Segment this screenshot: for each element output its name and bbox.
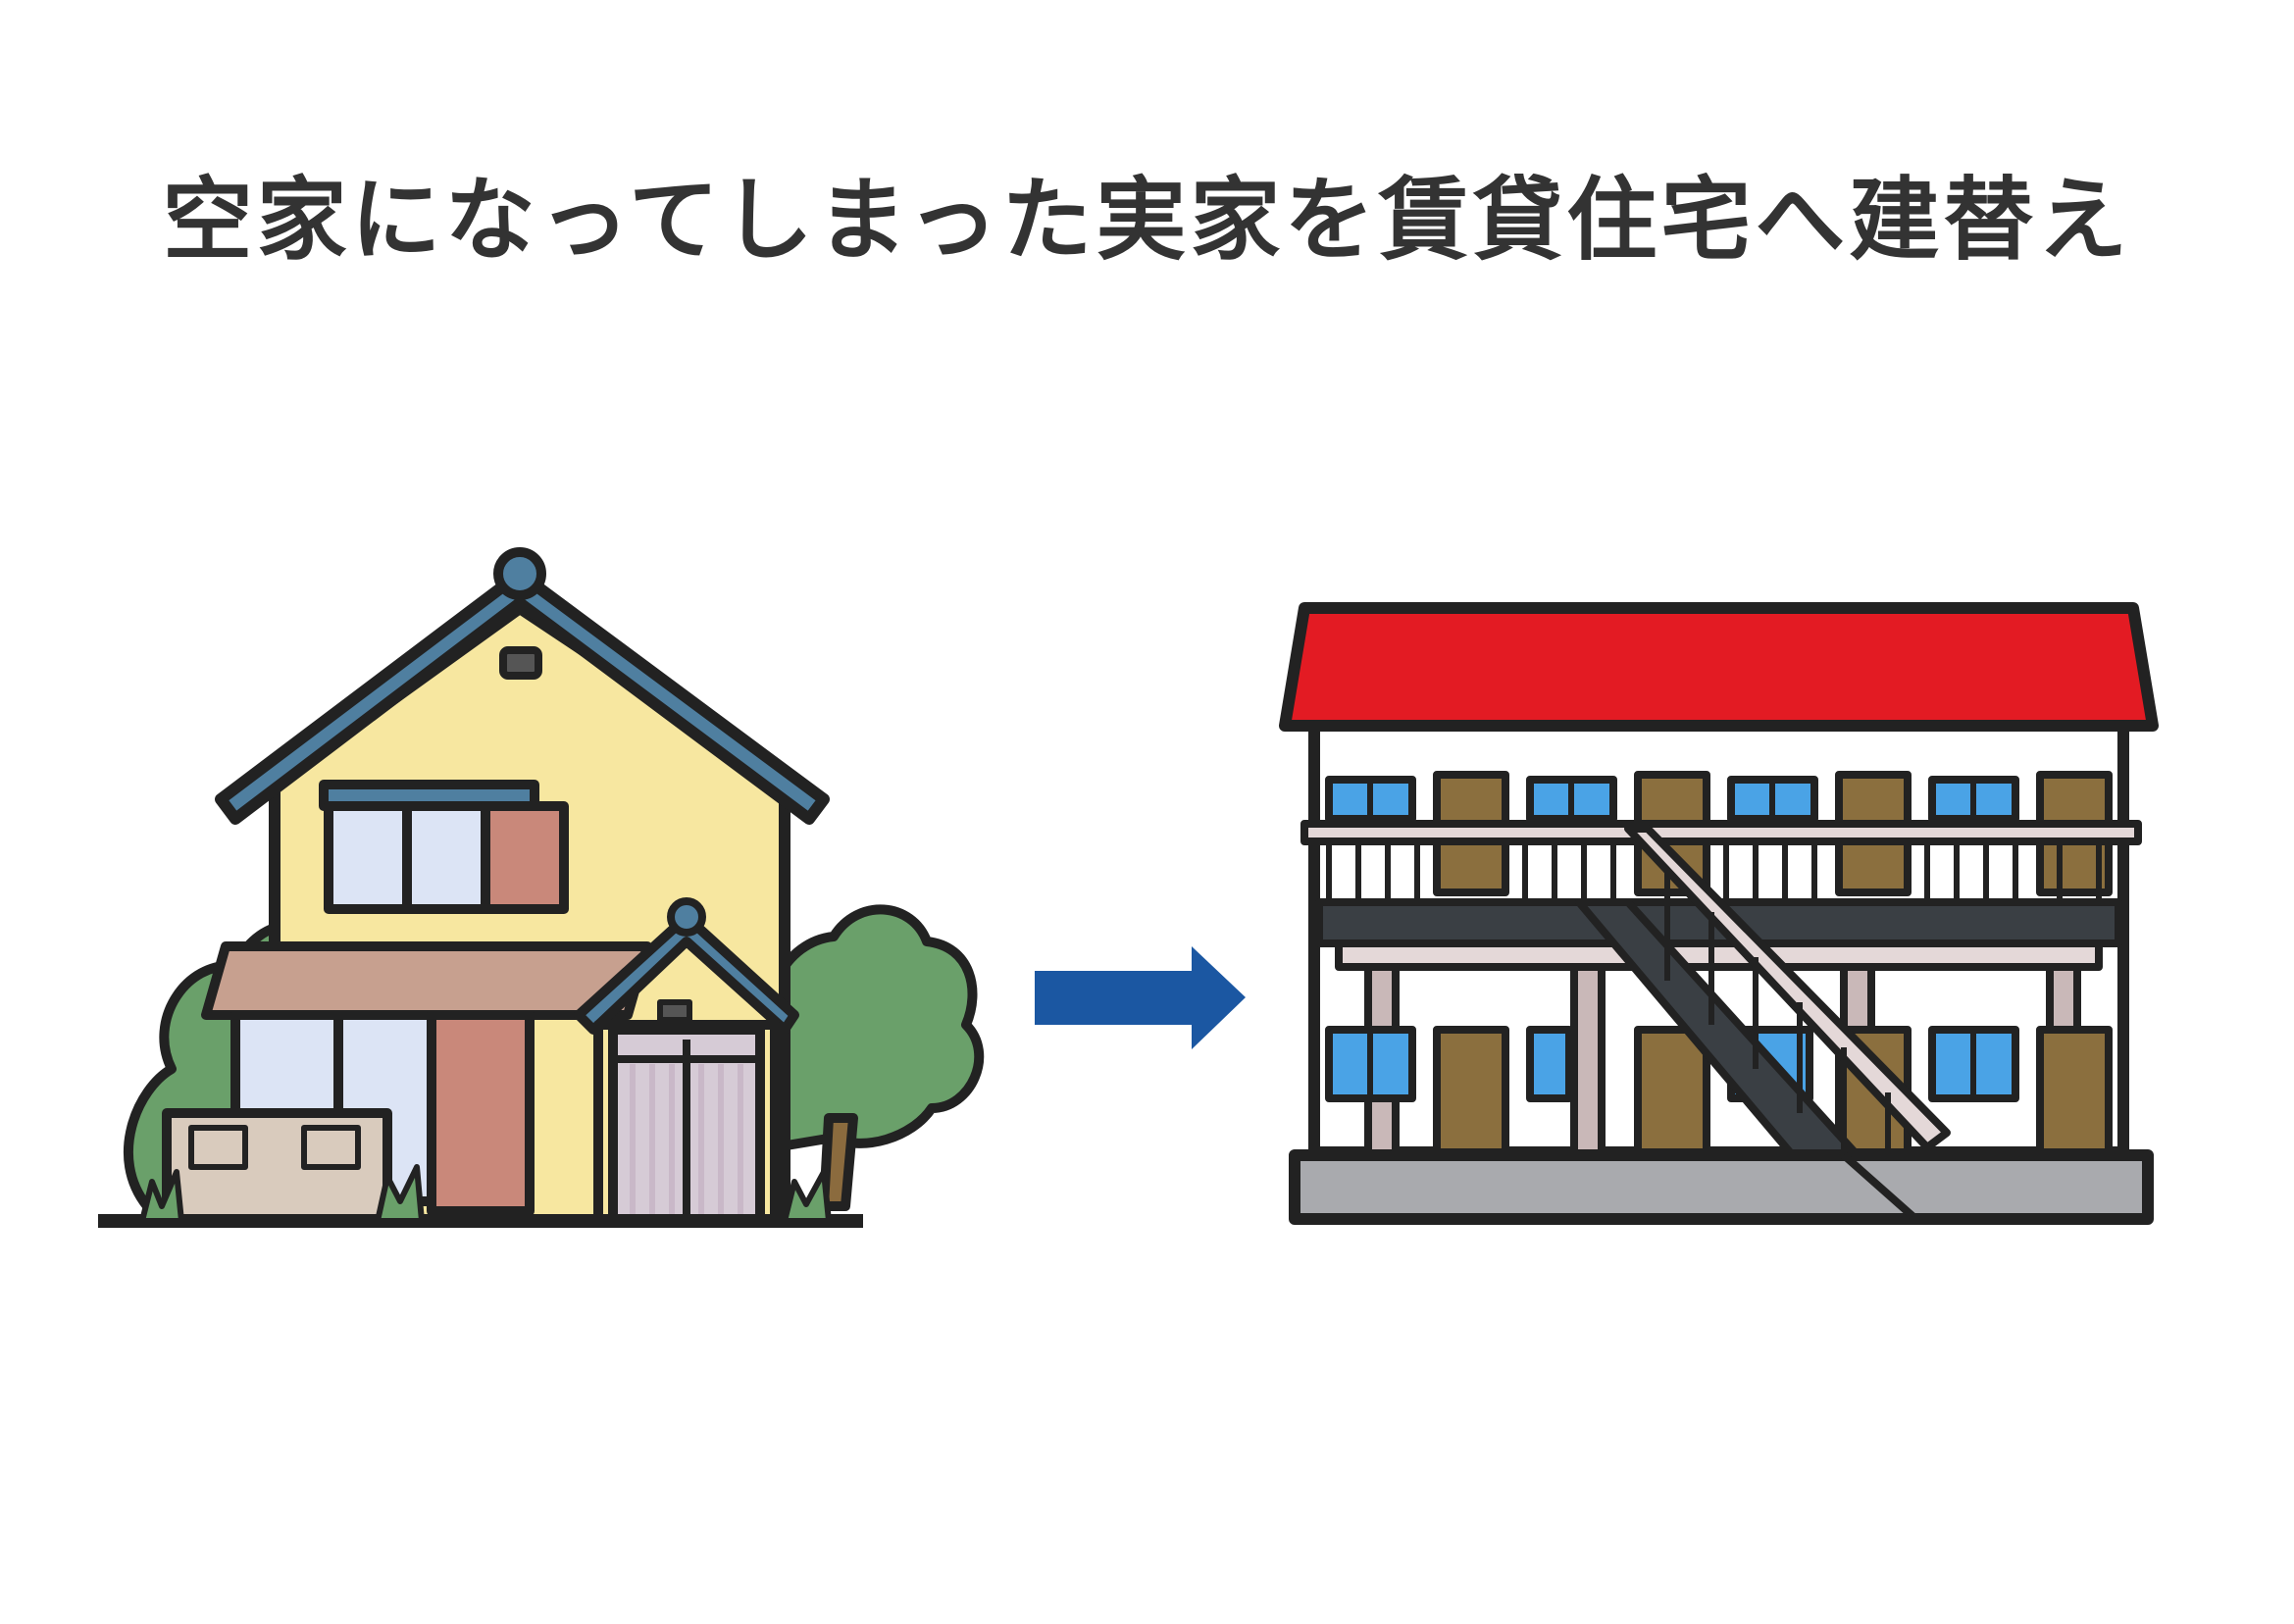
apartment-building-icon	[1279, 602, 2159, 1225]
right-arrow-icon	[1035, 946, 1246, 1049]
detached-house-icon	[98, 547, 985, 1228]
page-title: 空家になってしまった実家を賃貸住宅へ建替え	[162, 168, 2132, 273]
tree-right	[739, 904, 985, 1211]
